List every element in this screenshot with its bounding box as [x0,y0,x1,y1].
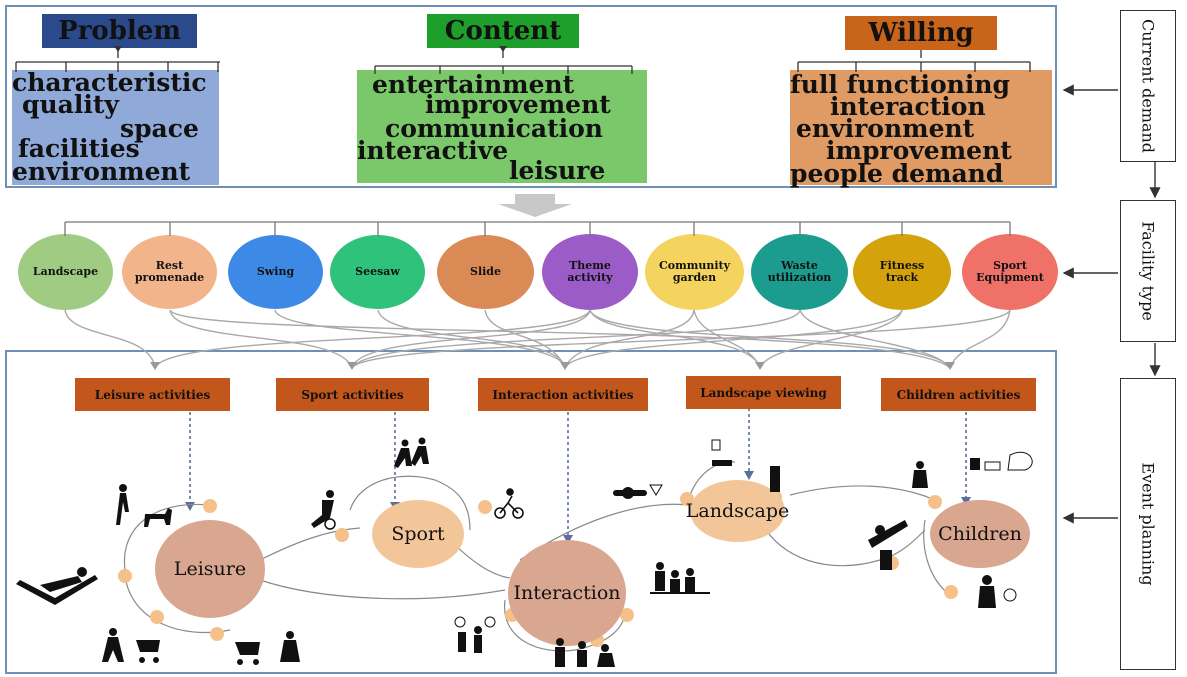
problem-box [12,70,219,185]
willing-word: full functioning [790,70,1011,99]
willing-word: people demand [790,159,1004,188]
node-label: Interaction [513,582,621,604]
node-dot [203,499,217,513]
dog-walker-icon [116,484,172,527]
event-planning-label-box: Event planning [1120,378,1176,670]
facility-circle: Community garden [645,234,744,310]
content-word: entertainment [372,70,575,99]
cyclist-icon [494,488,524,519]
current-demand-panel [5,5,1057,188]
willing-word: improvement [826,136,1012,165]
willing-word: interaction [830,92,986,121]
facility-label: Slide [470,265,501,278]
willing-word: environment [796,114,975,143]
facility-circle: Waste utilization [751,234,848,310]
facility-label: Fitness track [879,259,925,284]
facility-circle: Rest promenade [122,235,217,309]
content-word: communication [385,114,603,143]
current-demand-label: Current demand [1138,18,1158,154]
node-sport: Sport [372,500,464,568]
node-label: Landscape [685,500,790,522]
problem-word: environment [12,157,191,186]
children-play-icon [868,451,1033,608]
facility-label: Rest promenade [134,259,205,284]
node-label: Leisure [173,558,247,580]
facility-type-label-box: Facility type [1120,200,1176,342]
activity-box: Children activities [881,378,1036,411]
content-words: entertainment improvement communication … [357,70,657,183]
facility-circle: Theme activity [542,234,638,310]
content-word: interactive [357,136,509,165]
runners-icon [394,437,429,468]
problem-words: characteristic quality space facilities … [12,70,242,185]
facility-label: Waste utilization [767,259,832,284]
stroller-bench-icon [235,631,300,665]
facility-circle: Swing [228,235,323,309]
content-box [357,70,647,183]
problem-word: space [120,114,199,143]
willing-header: Willing [845,16,997,50]
node-label: Children [938,523,1022,545]
problem-word: characteristic [12,68,207,97]
problem-word: quality [22,90,119,119]
facility-label: Landscape [32,265,99,278]
soccer-player-icon [311,490,336,530]
facility-circle: Fitness track [853,234,951,310]
facility-circle: Slide [437,235,534,309]
content-word: improvement [425,90,611,119]
node-leisure: Leisure [155,520,265,618]
event-planning-panel [5,350,1057,674]
node-dot [620,608,634,622]
node-dot [210,627,224,641]
node-dot [118,569,132,583]
facility-label: Swing [256,265,295,278]
node-label: Sport [391,523,445,545]
stroller-walker-icon [102,628,160,663]
problem-word: facilities [18,134,140,163]
facility-label: Sport Equipment [976,259,1044,284]
facility-label: Community garden [658,259,731,284]
activity-box: Sport activities [276,378,429,411]
activity-box: Interaction activities [478,378,648,411]
facility-circle: Landscape [18,234,113,310]
node-children: Children [930,500,1030,568]
node-dot [150,610,164,624]
node-dot [928,495,942,509]
facility-label: Theme activity [567,259,613,284]
event-planning-label: Event planning [1138,462,1158,586]
content-word: leisure [509,156,606,185]
group-interaction-icon [454,562,710,667]
node-dot [478,500,492,514]
facility-type-label: Facility type [1138,221,1158,321]
facility-circle: Seesaw [330,235,425,309]
node-dot [335,528,349,542]
content-header: Content [427,14,579,48]
reclining-person-icon [16,567,98,605]
willing-words: full functioning interaction environment… [790,70,1055,188]
node-dot [944,585,958,599]
activity-box: Landscape viewing [686,376,841,409]
problem-header: Problem [42,14,197,48]
facility-label: Seesaw [355,265,400,278]
current-demand-label-box: Current demand [1120,10,1176,162]
willing-box [790,70,1052,185]
landscape-viewer-icon [613,439,780,499]
activity-box: Leisure activities [75,378,230,411]
node-landscape: Landscape [686,480,789,542]
node-interaction: Interaction [508,540,626,646]
facility-circle: Sport Equipment [962,234,1058,310]
